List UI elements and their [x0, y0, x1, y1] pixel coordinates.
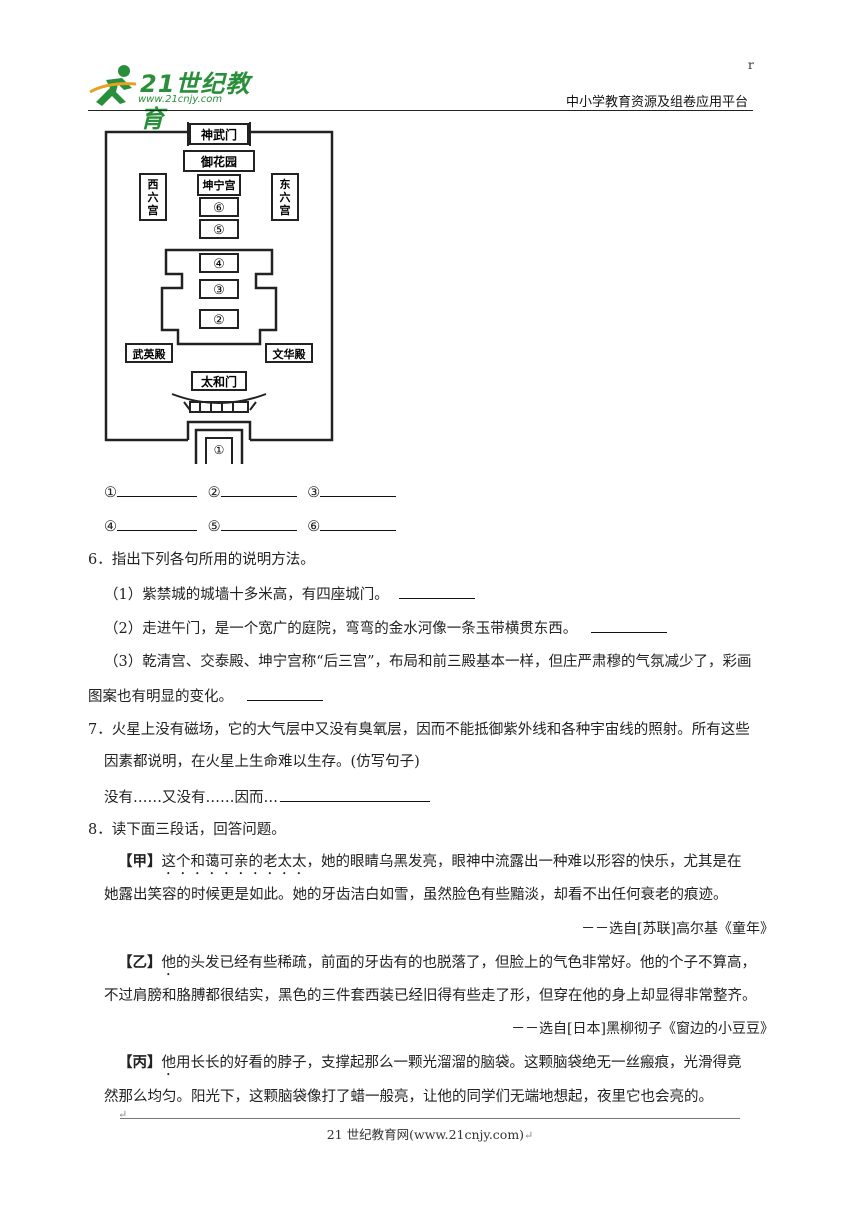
label-n1: ① — [214, 443, 225, 457]
q8-bing-dotted: 他 — [161, 1055, 177, 1071]
q6-sentence-3a: （3）乾清宫、交泰殿、坤宁宫称“后三宫”，布局和前三殿基本一样，但庄严肃穆的气氛… — [104, 654, 752, 670]
answer-label-5: ⑤ — [207, 519, 221, 535]
forbidden-city-diagram: 神武门 御花园 坤宁宫 西六宫 东六宫 ⑥ ⑤ ④ ③ ② 武英殿 文华殿 太和… — [104, 122, 334, 464]
running-man-logo-icon — [89, 65, 137, 106]
q8-jia-source: －－选自[苏联]高尔基《童年》 — [581, 921, 774, 937]
label-wuyingdian: 武英殿 — [133, 347, 167, 361]
answer-blank-3[interactable] — [320, 482, 397, 497]
q7-line-3: 没有……又没有……因而… — [104, 787, 430, 808]
logo-url: www.21cnjy.com — [138, 94, 223, 105]
q7-line-1: 7．火星上没有磁场，它的大气层中又没有臭氧层，因而不能抵御紫外线和各种宇宙线的照… — [88, 722, 750, 738]
q8-title: 8．读下面三段话，回答问题。 — [88, 822, 286, 838]
q8-jia-dotted: 这个和蔼可亲的老太太 — [161, 854, 307, 870]
logo-title: 21世纪教育 — [140, 70, 251, 133]
q6-sentence-1: （1）紫禁城的城墙十多米高，有四座城门。 — [104, 584, 475, 605]
label-n4: ④ — [213, 257, 225, 272]
answer-row-1: ① ② ③ — [104, 482, 397, 503]
q8-yi-line-2: 不过肩膀和胳膊都很结实，黑色的三件套西装已经旧得有些走了形，但穿在他的身上却显得… — [104, 988, 757, 1004]
answer-blank-1[interactable] — [117, 482, 197, 497]
footer-return-icon: ↵ — [524, 1129, 534, 1142]
answer-blank-2[interactable] — [220, 482, 297, 497]
label-wenhuadian: 文华殿 — [273, 347, 307, 361]
label-n5: ⑤ — [213, 223, 225, 238]
q6-title: 6．指出下列各句所用的说明方法。 — [88, 552, 315, 568]
q8-bing-line-2: 然那么均匀。阳光下，这颗脑袋像打了蜡一般亮，让他的同学们无端地想起，夜里它也会亮… — [104, 1089, 713, 1105]
answer-label-4: ④ — [104, 519, 117, 535]
q8-yi-dotted: 他 — [161, 955, 177, 971]
footer-site: 21 世纪教育网(www.21cnjy.com)↵ — [326, 1127, 534, 1142]
answer-row-2: ④ ⑤ ⑥ — [104, 516, 397, 537]
q8-yi-line-1: 【乙】他的头发已经有些稀疏，前面的牙齿有的也脱落了，但脸上的气色非常好。他的个子… — [118, 954, 756, 971]
site-logo: 21世纪教育 www.21cnjy.com — [88, 62, 258, 133]
label-n3: ③ — [213, 283, 225, 298]
corner-mark: r — [748, 58, 754, 72]
q8-jia-line-2: 她露出笑容的时候更是如此。她的牙齿洁白如雪，虽然脸色有些黯淡，却看不出任何衰老的… — [104, 887, 728, 903]
q6-sentence-2: （2）走进午门，是一个宽广的庭院，弯弯的金水河像一条玉带横贯东西。 — [104, 618, 668, 639]
answer-label-2: ② — [207, 485, 221, 501]
q6-blank-2[interactable] — [591, 618, 668, 633]
header-divider — [88, 110, 753, 111]
q6-blank-3[interactable] — [247, 686, 323, 701]
label-n2: ② — [213, 313, 225, 328]
answer-label-1: ① — [104, 485, 117, 501]
q6-sentence-3b: 图案也有明显的变化。 — [88, 686, 323, 707]
answer-blank-5[interactable] — [220, 516, 297, 531]
label-kunninggong: 坤宁宫 — [203, 178, 236, 192]
q6-blank-1[interactable] — [398, 584, 475, 599]
return-mark-icon: ↵ — [118, 1108, 128, 1121]
label-shenwumen: 神武门 — [201, 127, 237, 142]
label-dongliugong: 东六宫 — [280, 177, 291, 217]
answer-blank-6[interactable] — [320, 516, 397, 531]
platform-title: 中小学教育资源及组卷应用平台 — [565, 95, 748, 110]
label-xiliugong: 西六宫 — [148, 178, 159, 217]
q8-yi-source: －－选自[日本]黑柳彻子《窗边的小豆豆》 — [511, 1021, 774, 1037]
footer-divider — [120, 1118, 740, 1119]
q8-jia-line-1: 【甲】这个和蔼可亲的老太太，她的眼睛乌黑发亮，眼神中流露出一种难以形容的快乐，尤… — [118, 853, 742, 870]
answer-label-3: ③ — [307, 485, 321, 501]
label-n6: ⑥ — [213, 201, 225, 216]
label-taihemen: 太和门 — [201, 374, 237, 389]
q8-bing-line-1: 【丙】他用长长的好看的脖子，支撑起那么一颗光溜溜的脑袋。这颗脑袋绝无一丝瘢痕，光… — [118, 1054, 742, 1071]
q7-line-2: 因素都说明，在火星上生命难以生存。(仿写句子) — [104, 754, 420, 770]
answer-blank-4[interactable] — [117, 516, 197, 531]
answer-label-6: ⑥ — [307, 519, 321, 535]
label-yuhuayuan: 御花园 — [200, 154, 237, 169]
q7-blank[interactable] — [280, 787, 430, 802]
